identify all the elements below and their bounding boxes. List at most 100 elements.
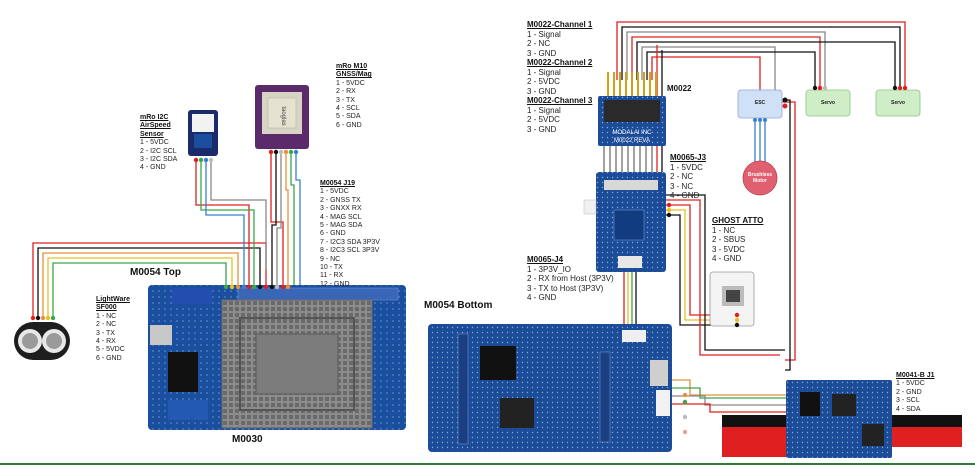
airspeed-pinout: mRo I2C AirSpeed Sensor 1 - 5VDC 2 - I2C… (140, 114, 177, 173)
wire-top-2 (621, 26, 901, 90)
wire-top-6 (641, 46, 776, 90)
m0022-ch1-pin-1: 1 - Signal (527, 29, 561, 39)
j19-title: M0054 J19 (320, 180, 356, 187)
m0065-j4-pin-2: 2 - RX from Host (3P3V) (527, 274, 614, 284)
m0022-label: M0022 (667, 84, 692, 93)
j19-connector-pins (223, 284, 291, 290)
gnss-module: taoglas (255, 85, 309, 155)
gnss-title-1: mRo M10 (336, 63, 368, 70)
gnss-pin-1: 1 - 5VDC (336, 79, 365, 87)
j19-pin-3: 3 - GNXX RX (320, 205, 362, 213)
lw-pin-2 (35, 315, 41, 321)
lightware-pin-5: 5 - 5VDC (96, 346, 125, 354)
m0065-j4-pin-3: 3 - TX to Host (3P3V) (527, 283, 604, 293)
j19-pin-4: 4 - MAG SCL (320, 213, 362, 221)
j19-pinout: M0054 J19 1 - 5VDC 2 - GNSS TX 3 - GNXX … (320, 180, 380, 289)
lightware-title-1: LightWare (96, 296, 130, 303)
gnss-pinout: mRo M10 GNSS/Mag 1 - 5VDC 2 - RX 3 - TX … (336, 63, 372, 130)
m0022-header-pins (607, 72, 657, 98)
wire-airspeed-1 (195, 160, 250, 285)
j19-pin-1: 1 - 5VDC (320, 188, 349, 196)
wire-m0041-3 (660, 395, 790, 406)
ghost-atto-pin-1: 1 - NC (712, 225, 736, 235)
m0022-board: MODALAI INC M0022 REVA (598, 72, 666, 146)
m0022-ch2-pin-3: 3 - GND (527, 86, 557, 96)
wire-outer-red (656, 45, 780, 356)
lw-pin-1 (30, 315, 36, 321)
wire-gnss-1 (270, 152, 284, 285)
lightware-pin-3: 3 - TX (96, 329, 115, 337)
m0065-board (583, 172, 672, 272)
m0065-j3-pin-4: 4 - GND (670, 191, 700, 201)
gnss-pin-3: 3 - TX (336, 96, 355, 104)
gnss-pin-4: 4 - SCL (336, 105, 360, 113)
m0022-ch2-pin-2: 2 - 5VDC (527, 77, 560, 87)
m0054-top-label: M0054 Top (130, 267, 181, 278)
wire-airspeed-4 (210, 160, 267, 270)
motor-label-2: Motor (753, 178, 767, 184)
wire-lightware-3 (42, 252, 239, 320)
gnss-pin-5: 5 - SDA (336, 113, 361, 121)
m0022-ch1-pin-2: 2 - NC (527, 39, 551, 49)
m0022-ch3-pin-2: 2 - 5VDC (527, 115, 560, 125)
m0022-ch2-title: M0022-Channel 2 (527, 58, 593, 67)
airspeed-pin-2: 2 - I2C SCL (140, 147, 177, 155)
wire-airspeed-3 (205, 160, 245, 285)
wire-esc-black (785, 99, 791, 371)
m0022-board-text-2: M0022 REVA (614, 138, 650, 144)
m0022-ch3-title: M0022-Channel 3 (527, 96, 593, 105)
m0022-board-text-1: MODALAI INC (612, 130, 652, 136)
gnss-title-2: GNSS/Mag (336, 71, 372, 79)
wire-top-5 (636, 41, 896, 90)
lightware-sensor (14, 315, 70, 360)
m0022-ch1-pin-3: 3 - GND (527, 48, 557, 58)
m0041-pin-2: 2 - GND (896, 388, 922, 396)
motor-label: Brushless Motor (743, 172, 777, 184)
m0065-j3-pin-1: 1 - 5VDC (670, 162, 703, 172)
lw-pin-5 (50, 315, 56, 321)
esc-label: ESC (754, 100, 766, 106)
gnss-module-text: taoglas (280, 106, 286, 125)
wires-left (32, 152, 301, 320)
wire-gnss-3 (276, 152, 282, 285)
ghost-atto-pin-4: 4 - GND (712, 254, 742, 264)
m0041-pin-3: 3 - SCL (896, 397, 920, 405)
m0065-j4-title: M0065-J4 (527, 255, 564, 264)
airspeed-pin-1: 1 - 5VDC (140, 139, 169, 147)
wire-top-4 (631, 36, 821, 90)
lightware-pinout: LightWare SF000 1 - NC 2 - NC 3 - TX 4 -… (96, 296, 130, 363)
wire-top-7 (646, 51, 816, 90)
wire-esc-red (782, 101, 796, 361)
wire-gnss-6 (295, 152, 301, 285)
wire-gnss-5 (290, 152, 295, 285)
lw-pin-4 (45, 315, 51, 321)
lightware-pin-6: 6 - GND (96, 354, 122, 362)
bottom-divider (0, 463, 975, 465)
ribbon-wires (603, 146, 653, 172)
m0041-pinout: M0041-B J1 1 - 5VDC 2 - GND 3 - SCL 4 - … (896, 372, 935, 414)
gnss-pin-6: 6 - GND (336, 121, 362, 129)
wire-gnss-4 (285, 152, 289, 285)
servo-1-label: Servo (821, 100, 835, 106)
m0054-bottom-label: M0054 Bottom (424, 300, 493, 311)
m0065-j4-pinout: M0065-J4 1 - 3P3V_IO 2 - RX from Host (3… (527, 255, 614, 303)
m0030-label: M0030 (232, 434, 263, 445)
airspeed-pin-4: 4 - GND (140, 164, 166, 172)
m0065-j4-pin-4: 4 - GND (527, 293, 557, 303)
wire-top-3 (626, 31, 826, 90)
lightware-pin-4: 4 - RX (96, 338, 116, 346)
wires-right (603, 21, 906, 413)
m0065-j4-pin-1: 1 - 3P3V_IO (527, 264, 572, 274)
ghost-atto-title: GHOST ATTO (712, 216, 764, 225)
wire-lightware-2 (37, 247, 261, 320)
lightware-title-2: SF000 (96, 304, 117, 312)
j19-pin-10: 10 - TX (320, 264, 343, 272)
m0022-ch1-pinout: M0022-Channel 1 1 - Signal 2 - NC 3 - GN… (527, 20, 592, 58)
airspeed-title-1: mRo I2C (140, 114, 169, 121)
brushless-motor (742, 160, 778, 196)
airspeed-title-3: Sensor (140, 130, 164, 138)
j19-pin-6: 6 - GND (320, 230, 346, 238)
m0041-board (722, 380, 962, 458)
j19-pin-5: 5 - MAG SDA (320, 222, 363, 230)
